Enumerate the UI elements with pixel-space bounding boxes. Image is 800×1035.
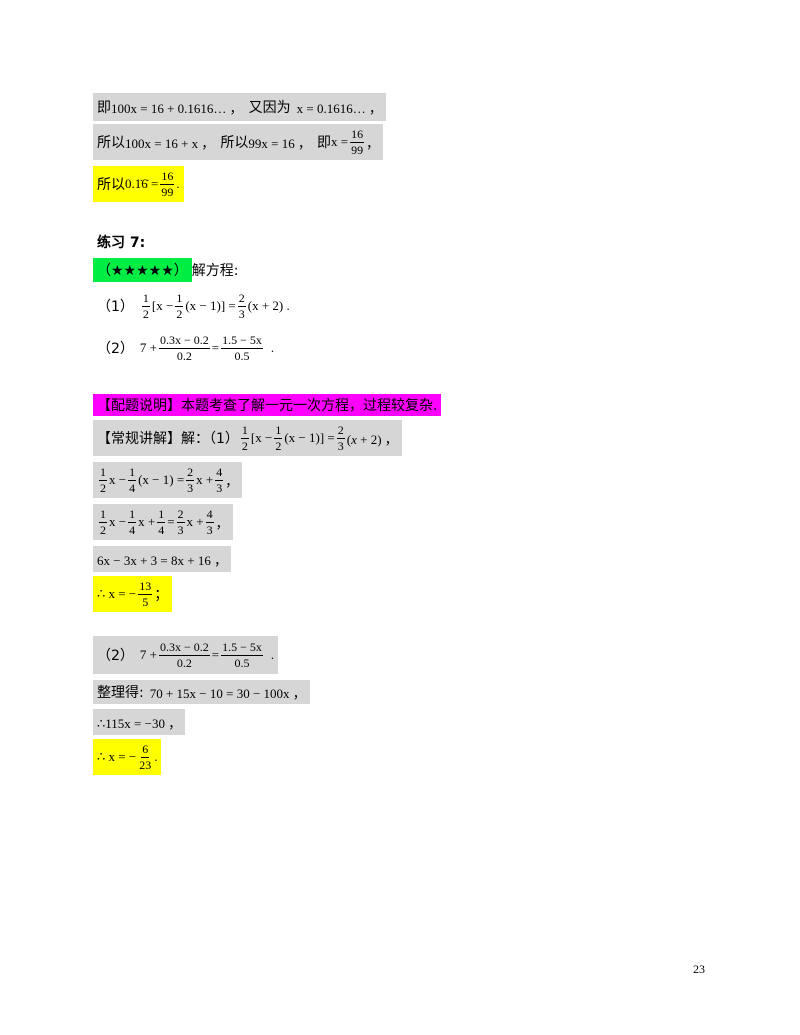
math-expression: 100x = 16 + x ，	[125, 135, 215, 151]
text-suoyi: 所以	[97, 177, 125, 193]
difficulty-row: （★★★★★） 解方程:	[93, 258, 238, 282]
punctuation: ，	[215, 515, 229, 531]
instruction-text: 解方程:	[191, 263, 239, 279]
text-suoyi: 所以	[220, 135, 249, 151]
math-expression: (x − 1)] =	[284, 430, 335, 445]
math-expression: (x − 1)] =	[185, 298, 236, 313]
math-expression: 7 +	[139, 647, 158, 662]
solution-step-3: 6x − 3x + 3 = 8x + 16 ，	[93, 546, 232, 572]
math-expression: (x + 2) .	[247, 298, 290, 313]
math-expression: x = 0.1616… ，	[296, 100, 383, 116]
exercise-title-text: 练习 7:	[97, 235, 146, 251]
problem-note: 【配题说明】本题考查了解一元一次方程，过程较复杂.	[93, 394, 442, 416]
punctuation: ，	[366, 135, 380, 151]
solution-label: 【常规讲解】解：（1）	[97, 431, 239, 447]
math-expression: 6x − 3x + 3 = 8x + 16 ，	[97, 552, 228, 568]
text-ji: 即	[97, 100, 111, 116]
punctuation: .	[270, 340, 275, 355]
math-expression: 100x = 16 + 0.1616… ，	[111, 100, 243, 116]
math-expression: =	[211, 647, 220, 662]
math-expression: ∴ x = −	[97, 586, 137, 601]
exercise-title: 练习 7:	[93, 232, 149, 252]
problem-label: （1）	[97, 299, 134, 315]
difficulty-stars: （★★★★★）	[93, 258, 192, 282]
derivation-line-2: 所以 100x = 16 + x ， 所以 99x = 16 ， 即 x = 1…	[93, 124, 384, 160]
math-expression: =	[167, 514, 175, 529]
punctuation: .	[154, 749, 158, 764]
punctuation: .	[270, 647, 275, 662]
math-expression: x +	[196, 472, 214, 487]
math-expression: x =	[331, 134, 349, 149]
problem-label: （2）	[97, 648, 134, 664]
solution-part2-step-1: 整理得: 70 + 15x − 10 = 30 − 100x ，	[93, 680, 310, 704]
math-expression: [x −	[250, 430, 273, 445]
math-expression: ∴115x = −30 ，	[97, 715, 182, 731]
derivation-line-1: 即 100x = 16 + 0.1616… ， 又因为 x = 0.1616… …	[93, 93, 387, 121]
math-expression: =	[211, 340, 220, 355]
math-expression: (x − 1) =	[138, 472, 185, 487]
punctuation: .	[176, 176, 180, 191]
math-expression: x +	[186, 514, 204, 529]
note-text: 【配题说明】本题考查了解一元一次方程，过程较复杂.	[97, 398, 438, 414]
solution-part2-step-2: ∴115x = −30 ，	[93, 709, 186, 735]
math-expression: x +	[138, 514, 156, 529]
text-youyinwei: 又因为	[248, 100, 291, 116]
punctuation: ，	[225, 473, 239, 489]
math-expression: 70 + 15x − 10 = 30 − 100x ，	[149, 685, 306, 701]
text-ji: 即	[317, 135, 332, 151]
math-expression: ∴ x = −	[97, 749, 137, 764]
page-number: 23	[693, 962, 705, 976]
math-expression: 7 +	[139, 340, 158, 355]
math-expression: (x + 2) ，	[346, 431, 398, 447]
problem-label: （2）	[97, 341, 134, 357]
math-expression: 99x = 16 ，	[248, 135, 312, 151]
punctuation: ；	[154, 587, 169, 603]
math-expression: [x −	[151, 298, 174, 313]
math-expression: 0.1̇6̇ =	[125, 176, 159, 191]
math-expression: x −	[109, 472, 127, 487]
math-expression: x −	[109, 514, 127, 529]
simplify-label: 整理得:	[97, 685, 144, 701]
text-suoyi: 所以	[97, 135, 125, 151]
